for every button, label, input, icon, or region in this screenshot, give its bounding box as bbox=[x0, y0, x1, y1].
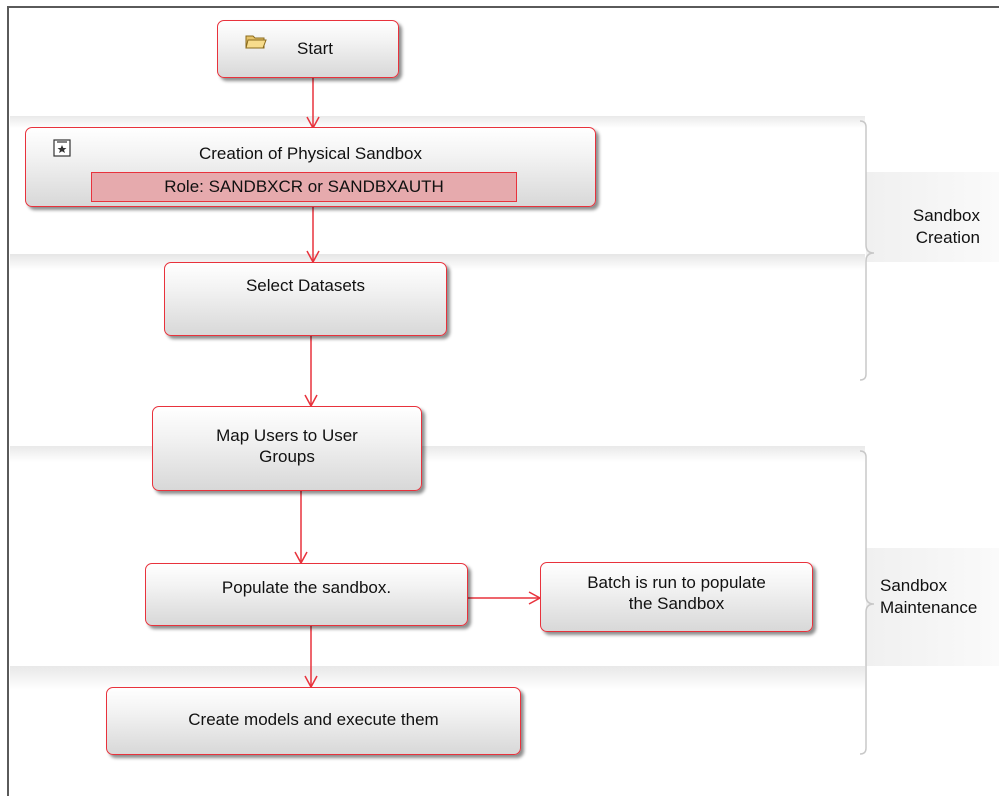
create-models-node[interactable]: Create models and execute them bbox=[106, 687, 521, 755]
map-users-node[interactable]: Map Users to User Groups bbox=[152, 406, 422, 491]
batch-node[interactable]: Batch is run to populate the Sandbox bbox=[540, 562, 813, 632]
new-item-icon bbox=[53, 139, 71, 157]
select-datasets-node[interactable]: Select Datasets bbox=[164, 262, 447, 336]
diagram-frame bbox=[7, 6, 999, 796]
select-datasets-label: Select Datasets bbox=[245, 276, 366, 295]
create-models-label: Create models and execute them bbox=[188, 710, 439, 729]
sandbox-creation-line1: Sandbox bbox=[912, 206, 980, 225]
populate-node[interactable]: Populate the sandbox. bbox=[145, 563, 468, 626]
maintenance-bracket bbox=[859, 450, 875, 755]
role-box: Role: SANDBXCR or SANDBXAUTH bbox=[91, 172, 517, 202]
map-users-label-line2: Groups bbox=[259, 447, 315, 466]
creation-node[interactable]: Creation of Physical Sandbox Role: SANDB… bbox=[25, 127, 596, 207]
sandbox-creation-label: Sandbox Creation bbox=[880, 205, 980, 249]
folder-icon bbox=[245, 35, 267, 49]
populate-label: Populate the sandbox. bbox=[221, 578, 392, 597]
batch-label-line1: Batch is run to populate bbox=[587, 573, 766, 592]
start-node[interactable]: Start bbox=[217, 20, 399, 78]
start-label: Start bbox=[297, 39, 333, 58]
sandbox-maintenance-label: Sandbox Maintenance bbox=[880, 575, 999, 619]
batch-label-line2: the Sandbox bbox=[628, 594, 725, 613]
creation-label: Creation of Physical Sandbox bbox=[198, 144, 423, 163]
sandbox-maintenance-line1: Sandbox bbox=[880, 576, 948, 595]
sandbox-creation-line2: Creation bbox=[915, 228, 980, 247]
sandbox-maintenance-line2: Maintenance bbox=[880, 598, 978, 617]
creation-bracket bbox=[859, 120, 875, 381]
map-users-label-line1: Map Users to User bbox=[216, 426, 358, 445]
